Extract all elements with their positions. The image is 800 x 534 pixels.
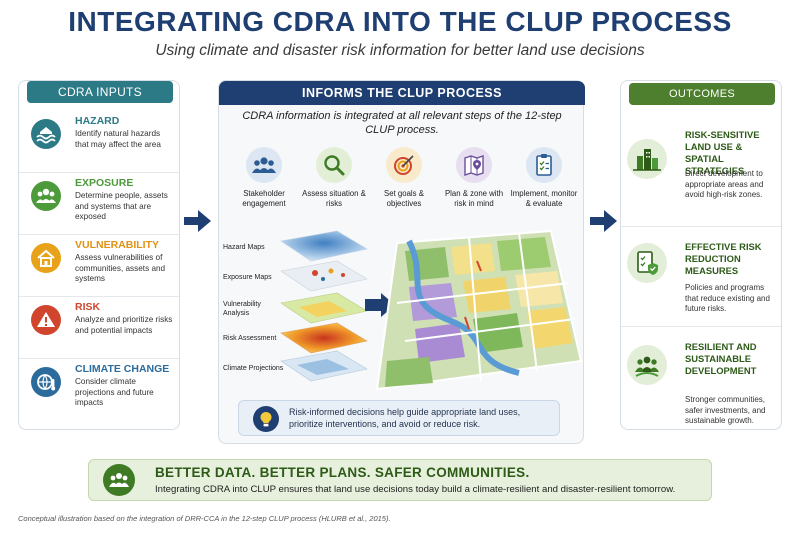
input-desc-exposure: Determine people, assets and systems tha…	[75, 191, 168, 221]
vulnerability-layer	[280, 292, 368, 324]
input-title-risk: RISK	[75, 301, 101, 313]
layer-label-vulnerability-analysis: Vulnerability Analysis	[223, 301, 261, 317]
lightbulb-icon	[253, 406, 279, 432]
input-title-climate-change: CLIMATE CHANGE	[75, 363, 170, 375]
clup-process-panel: INFORMS THE CLUP PROCESS CDRA informatio…	[218, 80, 585, 444]
outcome-desc: Direct development to appropriate areas …	[685, 169, 764, 199]
magnifier-icon	[316, 147, 352, 183]
input-title-hazard: HAZARD	[75, 115, 120, 127]
outcome-desc: Policies and programs that reduce existi…	[685, 283, 770, 313]
land-use-map	[375, 229, 583, 391]
input-item-risk: RISK Analyze and prioritize risks and po…	[19, 297, 179, 359]
outcome-desc: Stronger communities, safer investments,…	[685, 395, 766, 425]
banner-text: Integrating CDRA into CLUP ensures that …	[155, 484, 676, 495]
step-label: Plan & zone with risk in mind	[444, 189, 504, 208]
risk-informed-callout: Risk-informed decisions help guide appro…	[238, 400, 560, 436]
input-item-climate-change: CLIMATE CHANGE Consider climate projecti…	[19, 359, 179, 421]
waves-icon	[31, 119, 61, 149]
outcome-title: EFFECTIVE RISK REDUCTION MEASURES	[685, 241, 762, 276]
step-label: Assess situation & risks	[302, 189, 366, 208]
exposure-map-layer	[280, 260, 368, 292]
input-item-exposure: EXPOSURE Determine people, assets and sy…	[19, 173, 179, 235]
outcomes-header: OUTCOMES	[629, 83, 775, 105]
target-icon	[386, 147, 422, 183]
step-label: Stakeholder engagement	[242, 189, 286, 208]
callout-text: Risk-informed decisions help guide appro…	[289, 407, 521, 429]
cdra-inputs-panel: CDRA INPUTS HAZARD Identify natural haza…	[18, 80, 180, 430]
warning-icon	[31, 305, 61, 335]
step-set-goals: Set goals & objectives	[369, 147, 439, 209]
banner-title: BETTER DATA. BETTER PLANS. SAFER COMMUNI…	[155, 465, 530, 480]
arrow-right-icon	[590, 210, 617, 232]
climate-projection-layer	[280, 350, 368, 382]
step-label: Implement, monitor & evaluate	[510, 189, 578, 208]
bottom-banner: BETTER DATA. BETTER PLANS. SAFER COMMUNI…	[88, 459, 712, 501]
layer-label-exposure-maps: Exposure Maps	[223, 274, 272, 281]
clipboard-icon	[526, 147, 562, 183]
stakeholder-icon	[246, 147, 282, 183]
checklist-shield-icon	[627, 243, 667, 283]
house-icon	[31, 243, 61, 273]
step-plan-zone: Plan & zone with risk in mind	[439, 147, 509, 209]
step-label: Set goals & objectives	[384, 189, 424, 208]
input-desc-climate-change: Consider climate projections and future …	[75, 377, 154, 407]
input-item-hazard: HAZARD Identify natural hazards that may…	[19, 111, 179, 173]
outcome-title: RISK-SENSITIVE LAND USE & SPATIAL STRATE…	[685, 129, 760, 176]
page-subtitle: Using climate and disaster risk informat…	[155, 42, 645, 59]
clup-map-illustration	[280, 229, 583, 391]
city-icon	[627, 139, 667, 179]
arrow-right-icon	[184, 210, 211, 232]
step-assess-situation: Assess situation & risks	[299, 147, 369, 209]
risk-assessment-layer	[280, 322, 368, 354]
clup-process-header: INFORMS THE CLUP PROCESS	[219, 81, 585, 105]
input-item-vulnerability: VULNERABILITY Assess vulnerabilities of …	[19, 235, 179, 297]
layer-label-hazard-maps: Hazard Maps	[223, 244, 265, 251]
input-desc-hazard: Identify natural hazards that may affect…	[75, 129, 161, 149]
input-desc-vulnerability: Assess vulnerabilities of communities, a…	[75, 253, 166, 283]
layer-label-risk-assessment: Risk Assessment	[223, 335, 277, 342]
hazard-map-layer	[280, 230, 368, 262]
globe-icon	[31, 367, 61, 397]
community-icon	[103, 464, 135, 496]
cdra-inputs-header: CDRA INPUTS	[27, 81, 173, 103]
map-pin-icon	[456, 147, 492, 183]
community-leaf-icon	[627, 345, 667, 385]
page-title: INTEGRATING CDRA INTO THE CLUP PROCESS	[68, 6, 732, 37]
outcome-resilient-development: RESILIENT AND SUSTAINABLE DEVELOPMENT St…	[621, 327, 781, 429]
outcomes-panel: OUTCOMES RISK-SENSITIVE LAND USE & SPATI…	[620, 80, 782, 430]
outcome-title: RESILIENT AND SUSTAINABLE DEVELOPMENT	[685, 341, 757, 376]
input-title-exposure: EXPOSURE	[75, 177, 134, 189]
clup-process-intro: CDRA information is integrated at all re…	[242, 110, 562, 136]
outcome-risk-sensitive-land-use: RISK-SENSITIVE LAND USE & SPATIAL STRATE…	[621, 125, 781, 227]
outcome-effective-risk-reduction: EFFECTIVE RISK REDUCTION MEASURES Polici…	[621, 227, 781, 327]
footnote: Conceptual illustration based on the int…	[18, 514, 391, 523]
people-icon	[31, 181, 61, 211]
input-title-vulnerability: VULNERABILITY	[75, 239, 159, 251]
step-stakeholder-engagement: Stakeholder engagement	[229, 147, 299, 209]
input-desc-risk: Analyze and prioritize risks and potenti…	[75, 315, 173, 335]
step-implement-monitor: Implement, monitor & evaluate	[509, 147, 579, 209]
layer-label-climate-projections: Climate Projections	[223, 365, 284, 372]
